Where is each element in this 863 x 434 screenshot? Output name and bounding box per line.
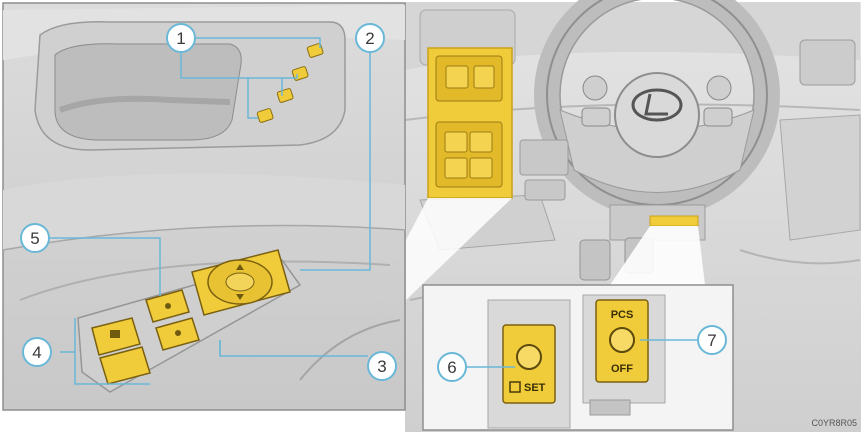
callout-1-label: 1 [176,29,185,48]
callout-3-label: 3 [377,357,386,376]
callout-3: 3 [368,352,396,380]
seat-position-set-switch: SET [503,325,555,403]
pcs-label: PCS [611,309,634,321]
switch-location-highlight [650,216,698,226]
callout-7: 7 [698,326,726,354]
callout-2-label: 2 [365,29,374,48]
door-switch-location-highlight [428,48,512,198]
callout-6: 6 [438,353,466,381]
callout-5-label: 5 [30,229,39,248]
callout-7-label: 7 [707,331,716,350]
figure-code: C0YR8R05 [811,418,857,428]
callout-4-label: 4 [32,343,41,362]
set-label: SET [524,382,546,394]
callout-5: 5 [21,224,49,252]
off-label: OFF [611,363,633,375]
callout-2: 2 [356,24,384,52]
callout-6-label: 6 [447,358,456,377]
callout-4: 4 [23,338,51,366]
pcs-off-switch: PCS OFF [596,300,648,382]
callout-1: 1 [167,24,195,52]
switch-inset-panel: SET PCS OFF [423,285,733,430]
door-panel-view [3,3,405,410]
